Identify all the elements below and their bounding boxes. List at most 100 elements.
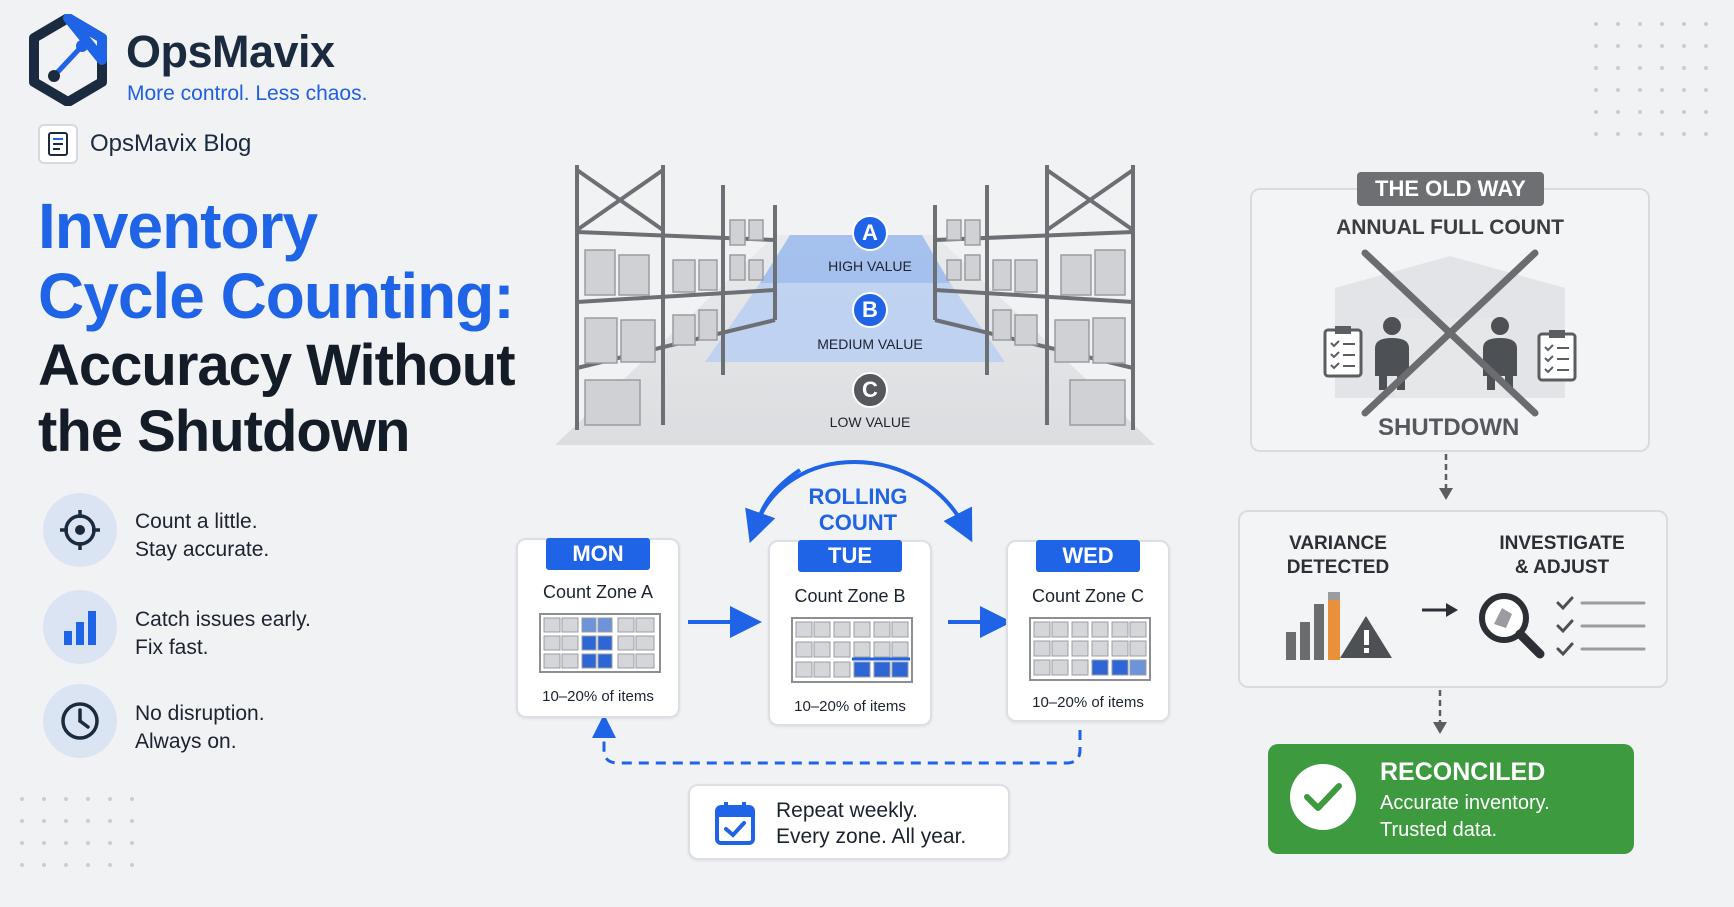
decorative-dot [86,819,90,823]
mini-shelf-icon [539,613,661,673]
decorative-dot [1660,132,1664,136]
brand-logo[interactable] [28,13,108,107]
old-way-badge: THE OLD WAY [1357,172,1544,206]
headline-line-3: Accuracy Without [38,333,516,398]
decorative-dot [1704,44,1708,48]
brand-name: OpsMavix [126,26,335,77]
reconciled-text: Accurate inventory. Trusted data. [1380,790,1550,844]
feature-3-line-1: No disruption. [135,702,265,725]
decorative-dot [1638,22,1642,26]
feature-2-line-2: Fix fast. [135,636,209,659]
day-tab-wed: WED [1036,540,1140,572]
decorative-dot [1660,88,1664,92]
decorative-dots-bottom-left [20,797,150,887]
investigate-line-1: INVESTIGATE [1499,533,1625,554]
right-arrow-icon [1422,603,1458,617]
feature-3-line-2: Always on. [135,730,237,753]
decorative-dot [1616,110,1620,114]
down-arrow-1 [1439,454,1453,500]
decorative-dot [1616,22,1620,26]
decorative-dot [130,841,134,845]
clock-icon [61,702,99,740]
decorative-dot [1682,44,1686,48]
rolling-count-label: ROLLING COUNT [798,484,918,536]
decorative-dot [42,863,46,867]
day-card-foot: 10–20% of items [1032,694,1144,711]
calendar-check-icon [715,802,755,845]
day-card-foot: 10–20% of items [794,698,906,715]
day-card-wed[interactable]: WED Count Zone C 10–20% of items [1006,540,1170,722]
decorative-dot [86,797,90,801]
decorative-dot [42,819,46,823]
rolling-line-2: COUNT [818,510,898,535]
reconciled-line-2: Trusted data. [1380,819,1498,841]
decorative-dot [1616,66,1620,70]
decorative-dot [1638,132,1642,136]
decorative-dot [64,841,68,845]
decorative-dots-top-right [1594,22,1724,142]
variance-chart-icon [1286,592,1392,660]
day-card-title: Count Zone C [1031,586,1145,606]
feature-3-text: No disruption. Always on. [135,700,265,756]
investigate-label: INVESTIGATE & ADJUST [1490,532,1634,580]
day-card-tue[interactable]: TUE Count Zone B 10–20% of items [768,540,932,726]
decorative-dot [86,841,90,845]
variance-label: VARIANCE DETECTED [1268,532,1408,580]
feature-1-line-2: Stay accurate. [135,538,270,561]
feature-1-text: Count a little. Stay accurate. [135,508,269,564]
cross-line-2 [1361,249,1539,417]
day-card-foot: 10–20% of items [542,688,654,705]
zone-a-badge: A [852,215,888,251]
decorative-dot [42,841,46,845]
rolling-line-1: ROLLING [808,484,908,509]
warehouse-aisle-illustration [555,165,1155,445]
decorative-dot [1704,66,1708,70]
decorative-dot [1660,44,1664,48]
down-arrow-2 [1433,690,1447,734]
decorative-dot [108,797,112,801]
decorative-dot [20,797,24,801]
decorative-dot [1704,88,1708,92]
decorative-dot [108,841,112,845]
decorative-dot [1638,110,1642,114]
decorative-dot [20,819,24,823]
feature-icon-circle-1 [43,493,117,567]
day-card-title: Count Zone A [542,582,654,602]
blog-icon-box[interactable] [38,124,78,164]
decorative-dot [1660,66,1664,70]
checklist-icon [1556,596,1646,657]
repeat-line-1: Repeat weekly. [776,799,919,822]
decorative-dot [1638,66,1642,70]
decorative-dot [1660,22,1664,26]
warning-icon [1340,616,1392,658]
day-card-mon[interactable]: MON Count Zone A 10–20% of items [516,538,680,718]
headline-line-1: Inventory [38,190,318,262]
hexagon-node-logo-icon [29,13,107,107]
shutdown-illustration [1323,249,1577,417]
decorative-dot [86,863,90,867]
decorative-dot [20,863,24,867]
decorative-dot [1638,44,1642,48]
zone-a-area [760,235,950,283]
zone-a-label: HIGH VALUE [828,258,912,274]
decorative-dot [1594,66,1598,70]
decorative-dot [1594,88,1598,92]
rolling-arc-left [745,468,802,544]
mini-shelf-icon [791,617,913,683]
repeat-loop-arrow [592,714,1082,765]
decorative-dot [1594,22,1598,26]
day-card-title: Count Zone B [794,586,906,606]
decorative-dot [1594,44,1598,48]
decorative-dot [42,797,46,801]
decorative-dot [1616,44,1620,48]
decorative-dot [64,819,68,823]
rolling-count-arrows [592,460,1082,765]
decorative-dot [108,863,112,867]
old-way-title: ANNUAL FULL COUNT [1336,216,1564,239]
blog-link[interactable]: OpsMavix Blog [90,130,252,157]
feature-icon-circle-3 [43,684,117,758]
check-icon [1304,783,1342,811]
day-tab-tue: TUE [798,540,902,572]
decorative-dot [1682,22,1686,26]
decorative-dot [1638,88,1642,92]
